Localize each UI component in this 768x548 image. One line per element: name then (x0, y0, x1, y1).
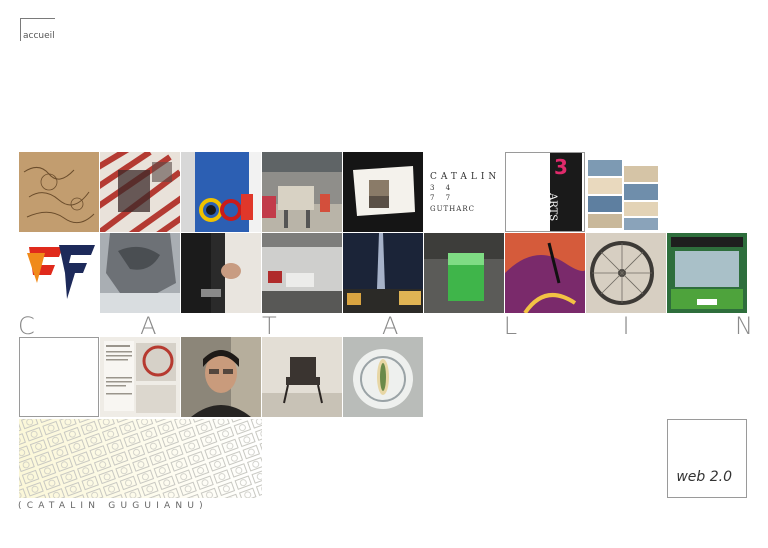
gallery-tile-portrait[interactable] (181, 337, 261, 417)
gallery-tile-gallery-room[interactable] (262, 152, 342, 232)
artwork-image (181, 337, 261, 417)
artwork-image (100, 233, 180, 313)
gallery-tile-chair[interactable] (262, 337, 342, 417)
gallery-tile-white-room[interactable] (262, 233, 342, 313)
intro-line-1: CATALIN (430, 172, 501, 182)
gallery-tile-bicycle-wheel[interactable] (586, 233, 666, 313)
home-link-label: accueil (23, 31, 55, 41)
gallery-tile-grey-bag[interactable] (100, 233, 180, 313)
arts-logo-number: 3 (554, 155, 568, 179)
artwork-image (262, 337, 342, 417)
web-2-label: web 2.0 (676, 469, 732, 485)
footer-artist-name: (CATALIN GUGUIANU) (18, 501, 208, 511)
banner-letter: N (734, 312, 753, 340)
artwork-image (100, 337, 180, 417)
gallery-tile-stacked-boxes[interactable] (586, 152, 666, 232)
arts-logo-tile[interactable]: 3 ARTS (505, 152, 585, 232)
intro-line-3: 7 7 (430, 194, 451, 202)
copyright-pattern-tile[interactable] (19, 419, 262, 498)
gallery-tile-paper-on-black[interactable] (343, 152, 423, 232)
gallery-tile-striped-painting[interactable] (100, 152, 180, 232)
banner-name-letters: C A T A L I N (18, 314, 753, 338)
artwork-image (343, 337, 423, 417)
banner-letter: T (261, 312, 277, 340)
empty-link-box[interactable] (19, 337, 99, 417)
artwork-image (505, 233, 585, 313)
intro-line-2: 3 4 (430, 184, 451, 192)
banner-letter: I (622, 312, 630, 340)
intro-line-4: GUTHARC (430, 205, 475, 213)
gallery-tile-blue-circles[interactable] (181, 152, 261, 232)
arts-logo-text: ARTS (547, 193, 558, 222)
banner-letter: A (381, 312, 399, 340)
ff-logo-icon (27, 245, 95, 299)
home-link[interactable]: accueil (20, 18, 55, 41)
gallery-tile-red-abstract[interactable] (505, 233, 585, 313)
gallery-tile-night-light-beam[interactable] (343, 233, 423, 313)
artwork-image (19, 152, 99, 232)
banner-letter: L (503, 312, 518, 340)
artwork-image (424, 233, 504, 313)
intro-text-block: CATALIN 3 4 7 7 GUTHARC (430, 172, 500, 213)
artwork-image (343, 233, 423, 313)
copyright-pattern-image (19, 419, 262, 498)
gallery-tile-green-bus[interactable] (667, 233, 747, 313)
arts-logo-band (550, 153, 582, 231)
gallery-tile-plate[interactable] (343, 337, 423, 417)
gallery-tile-hand-installation[interactable] (181, 233, 261, 313)
artwork-image (262, 233, 342, 313)
gallery-tile-newspaper[interactable] (100, 337, 180, 417)
artwork-image (667, 233, 747, 313)
catalin-intro-card[interactable]: CATALIN 3 4 7 7 GUTHARC (424, 152, 504, 232)
artwork-image (100, 152, 180, 232)
ff-logo-tile[interactable] (19, 233, 99, 313)
artwork-image (586, 152, 666, 232)
gallery-tile-sketch-map[interactable] (19, 152, 99, 232)
banner-letter: A (140, 312, 157, 340)
artwork-image (181, 152, 261, 232)
banner-letter: C (18, 312, 35, 340)
artwork-image (586, 233, 666, 313)
gallery-tile-green-box[interactable] (424, 233, 504, 313)
artwork-image (343, 152, 423, 232)
artwork-image (262, 152, 342, 232)
artwork-image (181, 233, 261, 313)
web-2-link[interactable]: web 2.0 (667, 419, 747, 498)
